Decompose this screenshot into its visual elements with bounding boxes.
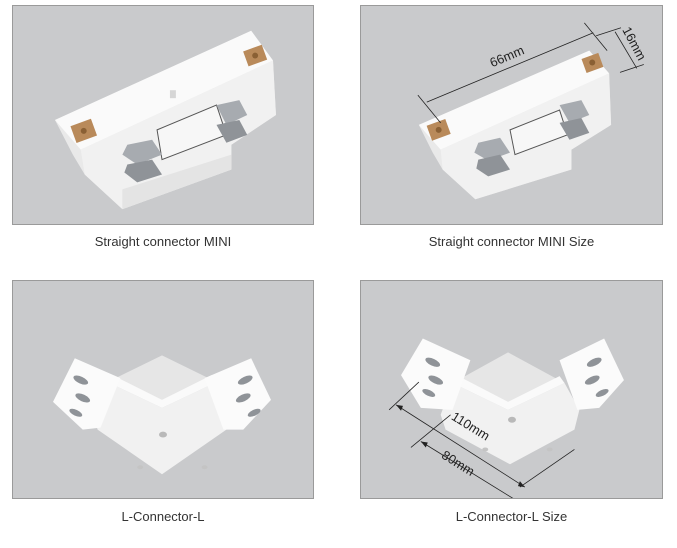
product-caption: L-Connector-L — [121, 509, 205, 524]
product-caption: Straight connector MINI — [94, 234, 232, 249]
product-caption: L-Connector-L Size — [455, 509, 568, 524]
dimension-label-length: 66mm — [487, 42, 526, 70]
straight-connector-illustration — [54, 30, 276, 210]
product-caption: Straight connector MINI Size — [428, 234, 595, 249]
l-connector-dimension-image[interactable]: 110mm 80mm — [360, 280, 663, 499]
straight-connector-dimension-image[interactable]: 66mm 16mm — [360, 5, 663, 225]
l-connector-image[interactable] — [12, 280, 314, 499]
straight-connector-dimension-illustration: 66mm 16mm — [417, 22, 649, 200]
dimension-label-width: 16mm — [619, 24, 649, 63]
straight-connector-image[interactable] — [12, 5, 314, 225]
l-connector-dimension-illustration: 110mm 80mm — [388, 338, 624, 498]
dimension-label-inner: 80mm — [439, 447, 477, 479]
l-connector-illustration — [53, 355, 272, 475]
